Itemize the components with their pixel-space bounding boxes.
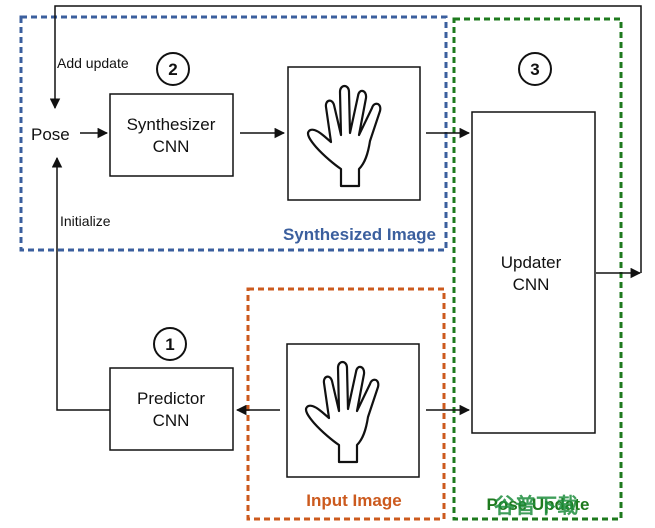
step-3-badge bbox=[518, 52, 552, 86]
input-image-title: Input Image bbox=[306, 491, 401, 510]
updater-cnn-box bbox=[471, 111, 596, 434]
watermark: 谷普下载 bbox=[494, 494, 578, 518]
predictor-cnn-box bbox=[109, 367, 234, 451]
step-1-badge bbox=[153, 327, 187, 361]
step-3-number: 3 bbox=[530, 60, 539, 79]
updater-cnn-label-line2: CNN bbox=[513, 275, 550, 294]
synthesized-image-box bbox=[287, 66, 421, 201]
synthesizer-cnn-label-line2: CNN bbox=[153, 137, 190, 156]
input-image-box bbox=[286, 343, 420, 478]
pose-update-title: Pose Update bbox=[487, 495, 590, 514]
synthesizer-cnn-box bbox=[109, 93, 234, 177]
synthesizer-cnn-label-line1: Synthesizer bbox=[127, 115, 216, 134]
step-2-number: 2 bbox=[168, 60, 177, 79]
add-update-label: Add update bbox=[57, 55, 129, 71]
input-image-group bbox=[246, 287, 446, 521]
pose-label: Pose bbox=[31, 125, 70, 144]
step-2-badge bbox=[156, 52, 190, 86]
pose-update-group bbox=[452, 17, 623, 521]
initialize-arrow bbox=[51, 156, 110, 411]
predictor-cnn-label-line2: CNN bbox=[153, 411, 190, 430]
predictor-cnn-label-line1: Predictor bbox=[137, 389, 205, 408]
initialize-label: Initialize bbox=[60, 213, 111, 229]
updater-cnn-label-line1: Updater bbox=[501, 253, 562, 272]
add-update-feedback-arrow bbox=[49, 5, 642, 273]
step-1-number: 1 bbox=[165, 335, 174, 354]
synthesized-image-title: Synthesized Image bbox=[283, 225, 436, 244]
